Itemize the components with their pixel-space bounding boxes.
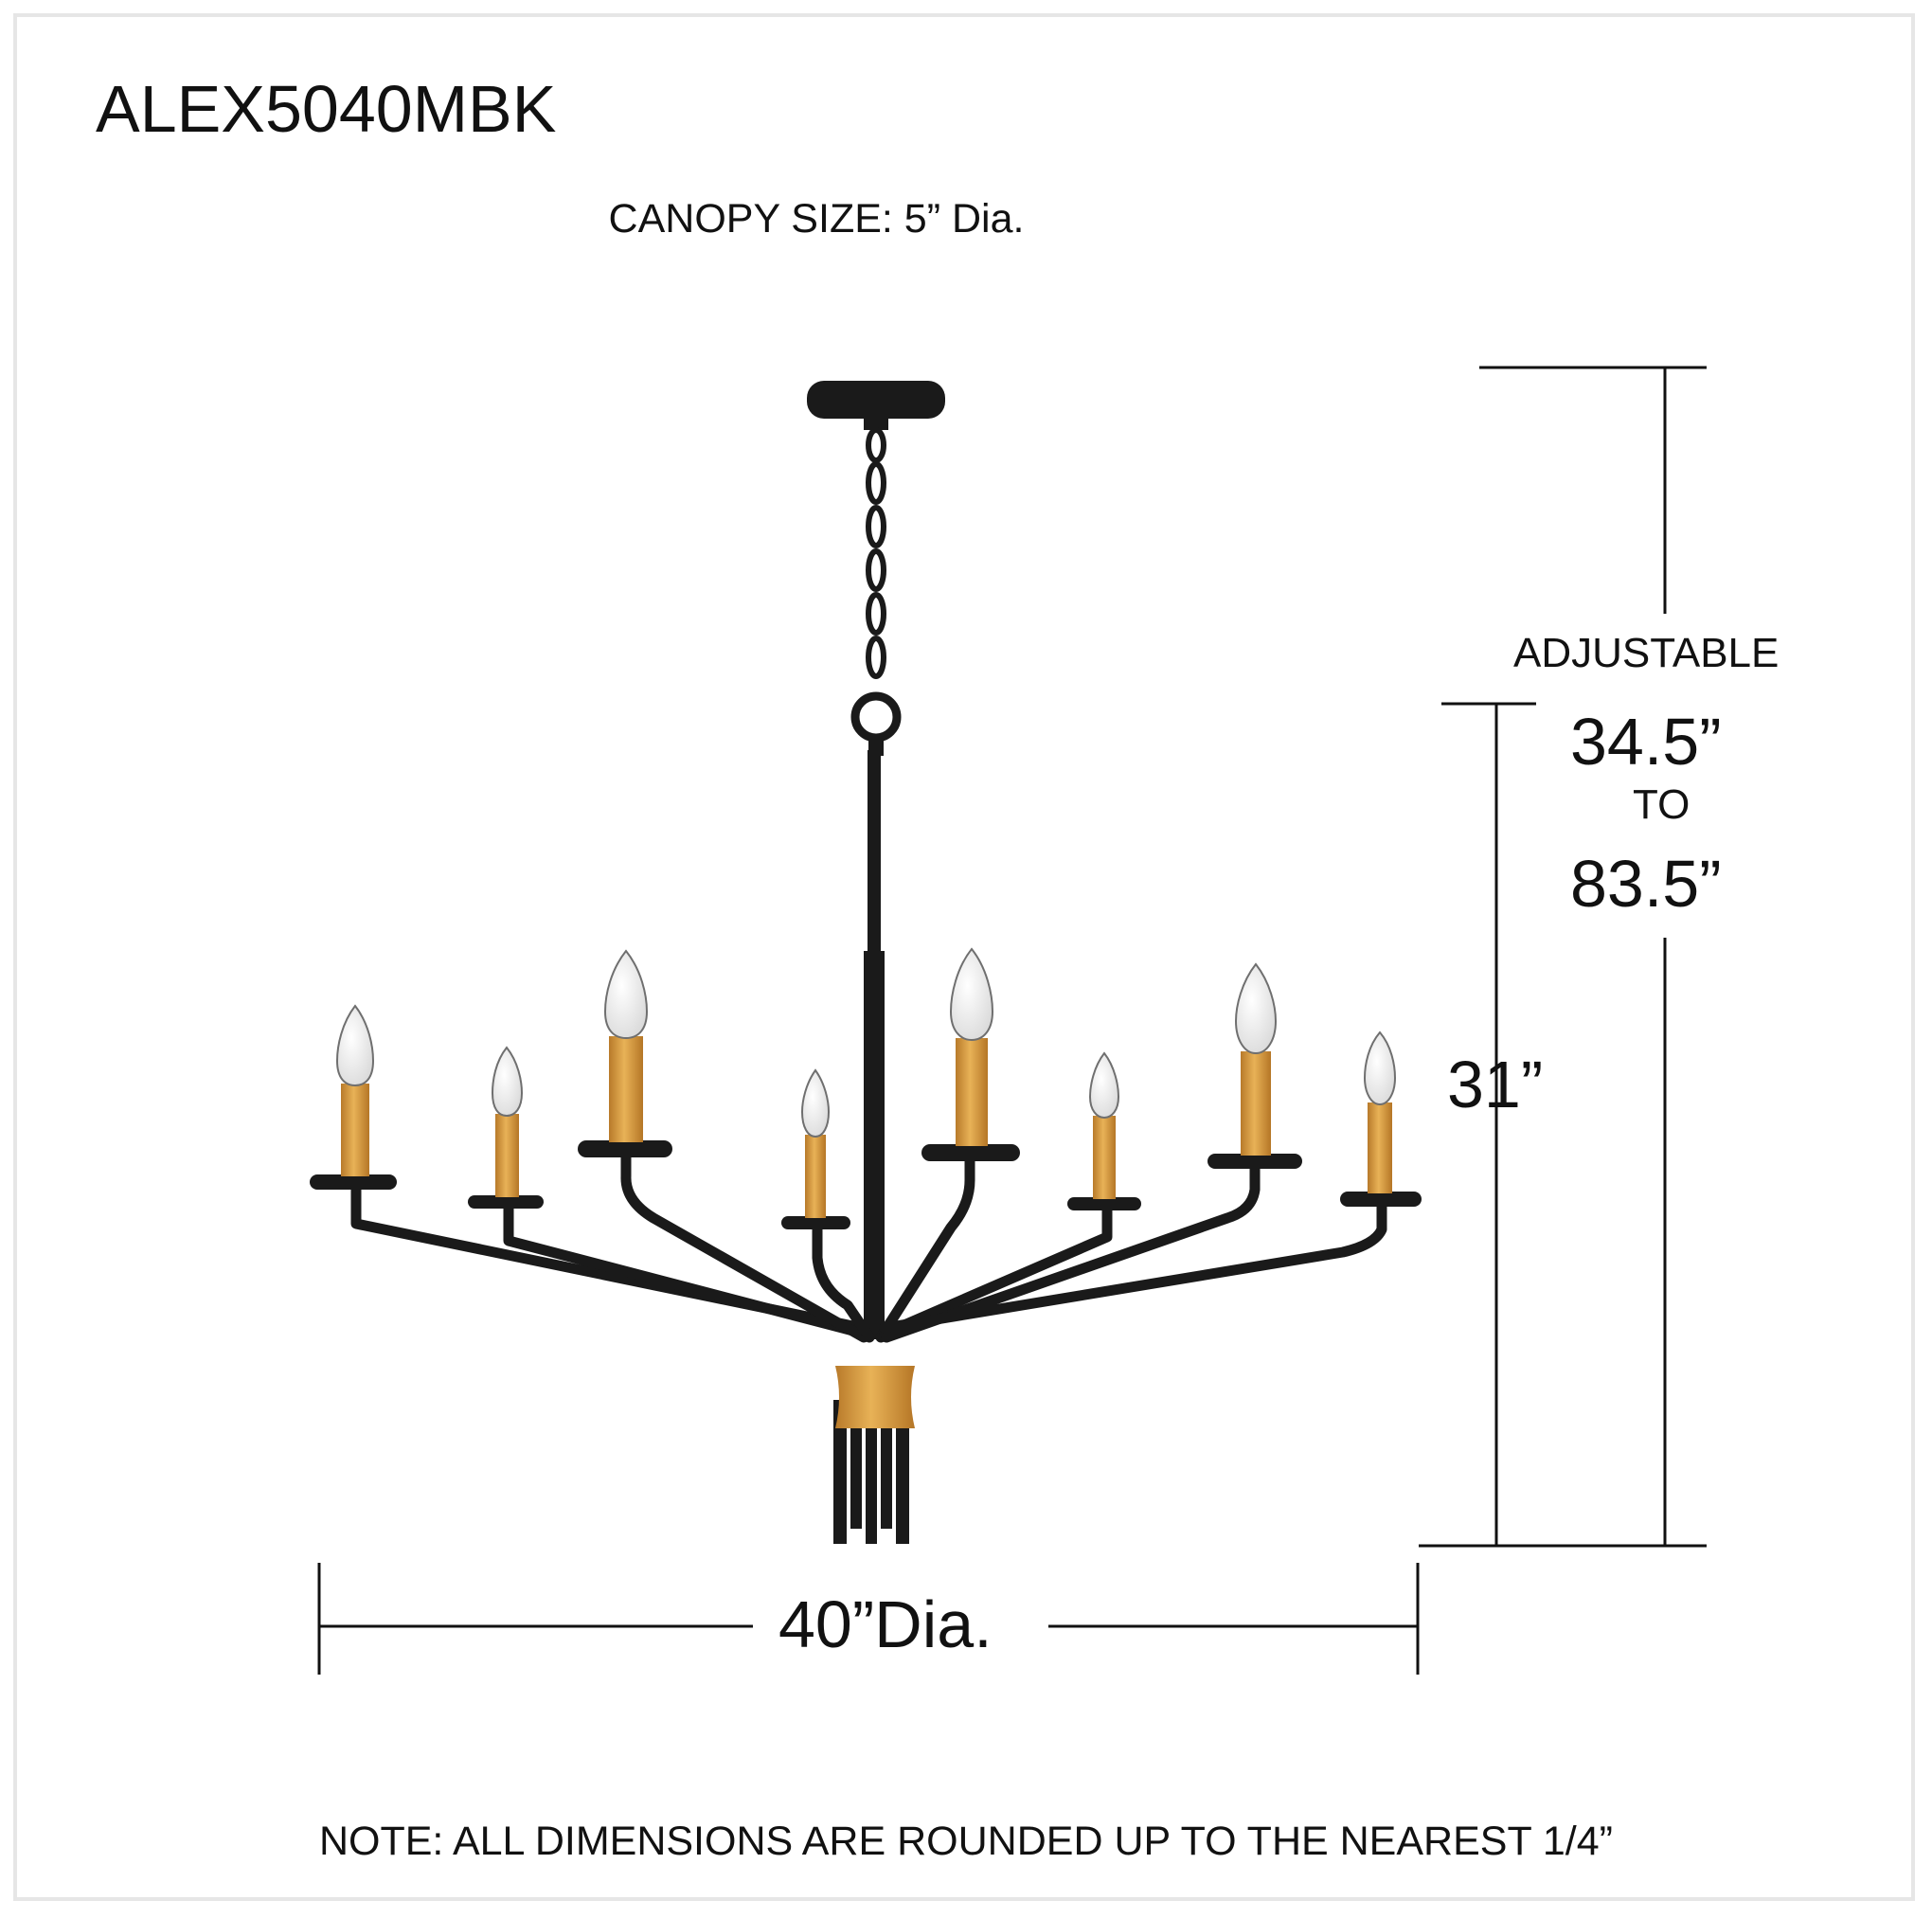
footer-note: NOTE: ALL DIMENSIONS ARE ROUNDED UP TO T… (318, 1819, 1613, 1864)
candle-cups (310, 1140, 1422, 1229)
canopy-size: CANOPY SIZE: 5” Dia. (608, 196, 1025, 242)
height-dimension: 31” (1447, 1048, 1544, 1121)
hanging-ring (850, 691, 902, 743)
canopy-assembly (807, 381, 945, 756)
dimension-lines (317, 366, 1707, 1675)
adjustable-max: 83.5” (1570, 847, 1722, 921)
canopy (807, 381, 945, 419)
image-frame (13, 13, 1915, 1901)
chain (866, 427, 886, 679)
arms (350, 1148, 1387, 1343)
adjustable-label: ADJUSTABLE (1513, 630, 1780, 676)
bottom-rods (833, 1400, 909, 1544)
candle-sleeves (341, 1036, 1392, 1218)
adjustable-to: TO (1633, 781, 1690, 828)
center-stem (864, 951, 885, 1339)
center-rod (868, 750, 881, 951)
adjustable-min: 34.5” (1570, 705, 1722, 779)
bulbs (335, 947, 1397, 1138)
gold-collar (835, 1366, 915, 1428)
width-dimension: 40”Dia. (778, 1587, 993, 1661)
model-number: ALEX5040MBK (96, 72, 557, 146)
